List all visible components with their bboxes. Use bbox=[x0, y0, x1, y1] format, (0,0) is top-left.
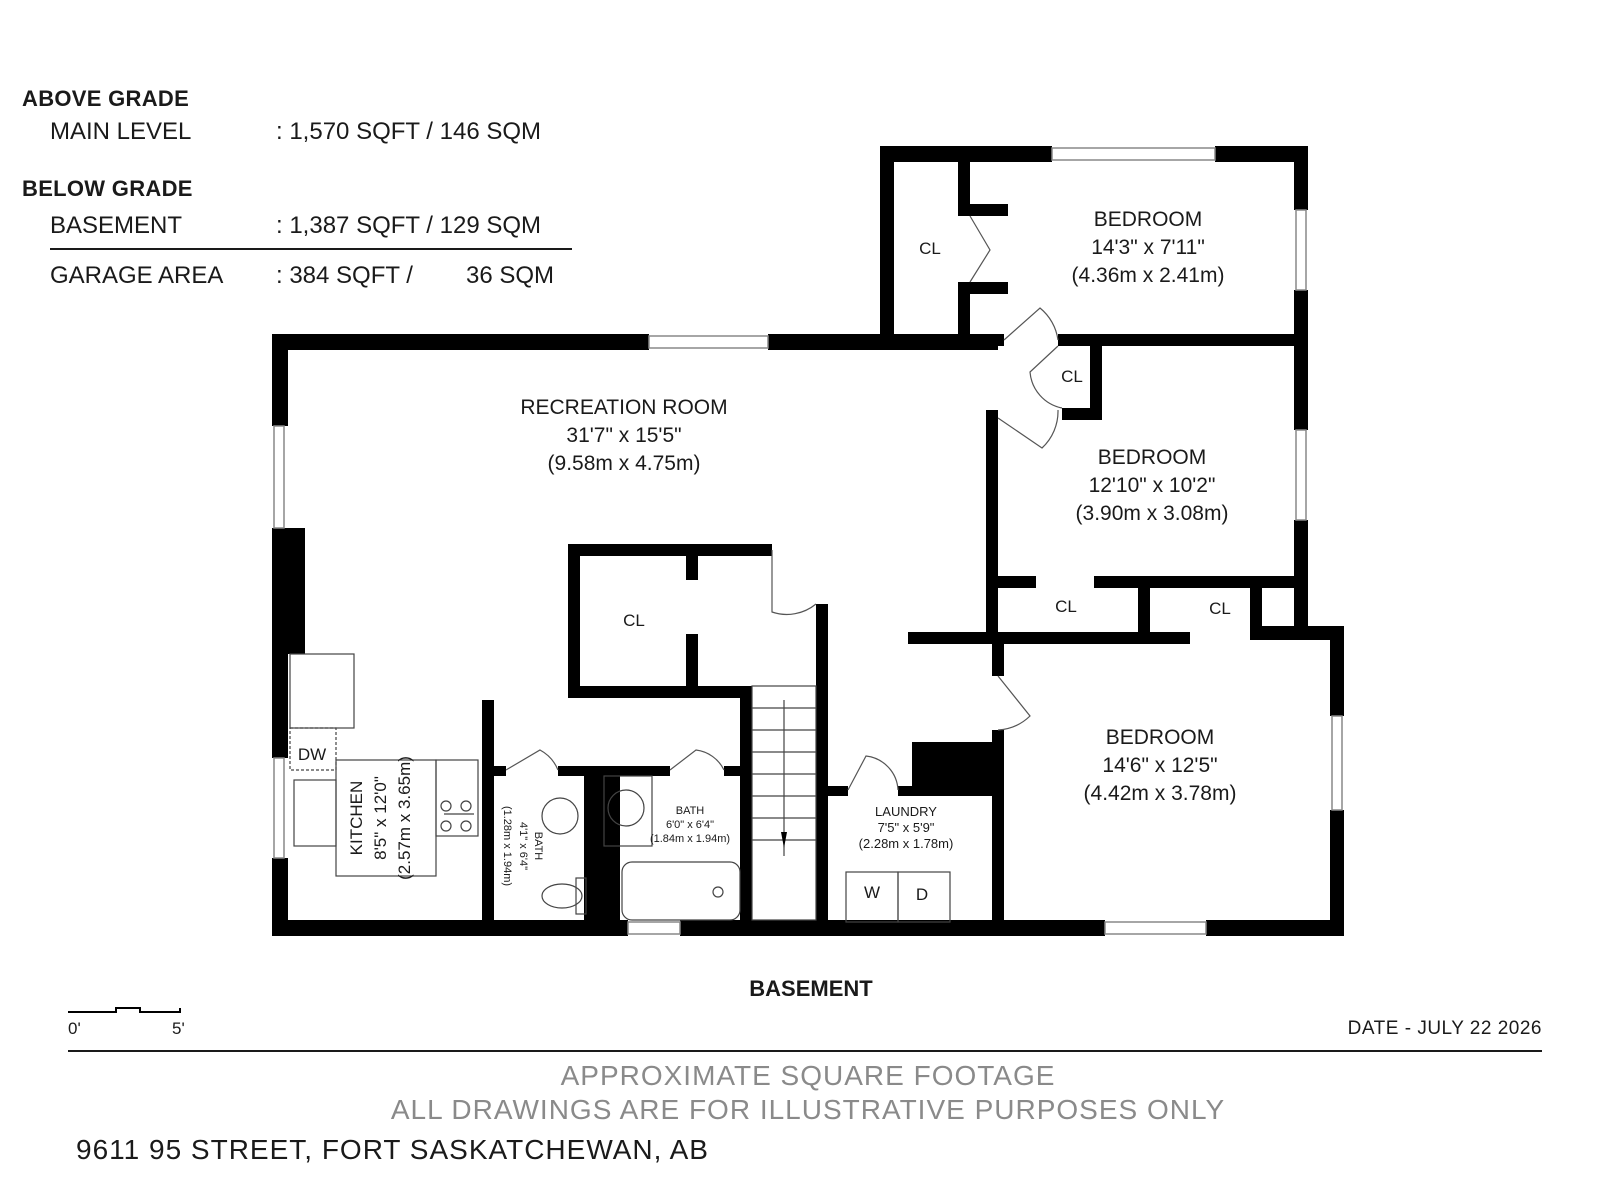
bath2-name: BATH bbox=[676, 805, 705, 817]
recreation-metric: (9.58m x 4.75m) bbox=[548, 452, 701, 475]
recreation-imperial: 31'7" x 15'5" bbox=[566, 424, 681, 447]
bedroom2-name: BEDROOM bbox=[1098, 446, 1207, 469]
disclaimer-line1: APPROXIMATE SQUARE FOOTAGE bbox=[560, 1060, 1056, 1091]
below-grade-heading: BELOW GRADE bbox=[22, 176, 193, 201]
scale-end: 5' bbox=[172, 1019, 185, 1038]
closet-label: CL bbox=[623, 611, 645, 630]
washer-label: W bbox=[864, 883, 880, 902]
doors bbox=[505, 215, 1063, 791]
bedroom2-metric: (3.90m x 3.08m) bbox=[1076, 502, 1229, 525]
garage-label: GARAGE AREA bbox=[50, 262, 224, 289]
garage-value-sqft: : 384 SQFT / bbox=[276, 262, 413, 289]
laundry-imperial: 7'5" x 5'9" bbox=[878, 820, 935, 835]
floor-name: BASEMENT bbox=[749, 976, 873, 1001]
laundry-metric: (2.28m x 1.78m) bbox=[859, 836, 954, 851]
dishwasher-label: DW bbox=[298, 745, 326, 764]
bedroom2-imperial: 12'10" x 10'2" bbox=[1089, 474, 1216, 497]
bedroom1-metric: (4.36m x 2.41m) bbox=[1072, 264, 1225, 287]
recreation-name: RECREATION ROOM bbox=[520, 396, 727, 419]
summary-divider bbox=[50, 248, 572, 250]
disclaimer-line2: ALL DRAWINGS ARE FOR ILLUSTRATIVE PURPOS… bbox=[390, 1094, 1226, 1125]
bedroom3-metric: (4.42m x 3.78m) bbox=[1084, 782, 1237, 805]
closet-label: CL bbox=[919, 239, 941, 258]
fixtures bbox=[289, 653, 951, 923]
bedroom1-imperial: 14'3" x 7'11" bbox=[1091, 236, 1205, 259]
bedroom3-name: BEDROOM bbox=[1106, 726, 1215, 749]
laundry-name: LAUNDRY bbox=[875, 804, 937, 819]
bath1-name: BATH bbox=[532, 832, 544, 861]
bedroom3-imperial: 14'6" x 12'5" bbox=[1102, 754, 1217, 777]
dryer-label: D bbox=[916, 885, 928, 904]
main-level-label: MAIN LEVEL bbox=[50, 118, 192, 145]
bedroom1-name: BEDROOM bbox=[1094, 208, 1203, 231]
above-grade-heading: ABOVE GRADE bbox=[22, 86, 190, 111]
walls bbox=[272, 146, 1344, 936]
bath1-metric: (1.28m x 1.94m) bbox=[501, 806, 513, 886]
scale-bar bbox=[68, 1007, 181, 1013]
kitchen-name: KITCHEN bbox=[347, 781, 366, 856]
basement-label: BASEMENT bbox=[50, 212, 183, 239]
windows bbox=[273, 147, 1343, 935]
kitchen-metric: (2.57m x 3.65m) bbox=[395, 756, 414, 880]
garage-value-sqm: 36 SQM bbox=[466, 262, 555, 289]
bath1-imperial: 4'1" x 6'4" bbox=[517, 822, 529, 870]
kitchen-imperial: 8'5" x 12'0" bbox=[371, 776, 390, 860]
main-level-value: : 1,570 SQFT / 146 SQM bbox=[276, 118, 542, 145]
property-address: 9611 95 STREET, FORT SASKATCHEWAN, AB bbox=[76, 1134, 709, 1165]
closet-label: CL bbox=[1209, 599, 1231, 618]
closet-label: CL bbox=[1061, 367, 1083, 386]
bath2-imperial: 6'0" x 6'4" bbox=[666, 819, 714, 831]
bath2-metric: (1.84m x 1.94m) bbox=[650, 833, 730, 845]
plan-date: DATE - JULY 22 2026 bbox=[1347, 1018, 1542, 1039]
scale-start: 0' bbox=[68, 1019, 81, 1038]
basement-value: : 1,387 SQFT / 129 SQM bbox=[276, 212, 542, 239]
closet-label: CL bbox=[1055, 597, 1077, 616]
footer-divider bbox=[68, 1050, 1542, 1052]
